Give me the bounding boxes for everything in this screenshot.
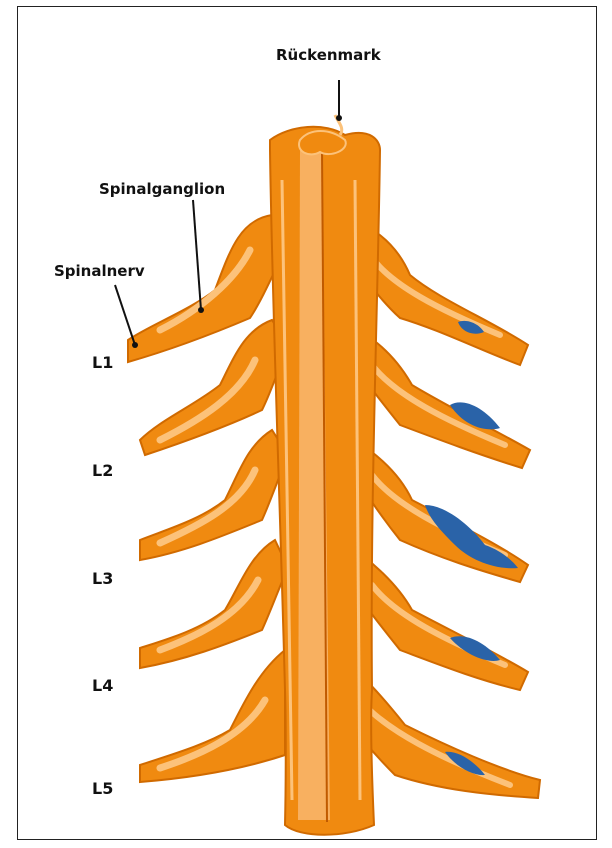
left-spinal-nerves bbox=[128, 215, 288, 782]
leader-dot-spinal-nerve bbox=[132, 342, 138, 348]
level-label-l1: L1 bbox=[92, 353, 113, 372]
level-label-l4: L4 bbox=[92, 676, 113, 695]
leader-dot-spinal-cord bbox=[336, 115, 342, 121]
level-label-l5: L5 bbox=[92, 779, 113, 798]
level-label-l3: L3 bbox=[92, 569, 113, 588]
label-spinal-nerve: Spinalnerv bbox=[54, 262, 145, 280]
leader-dot-spinal-ganglion bbox=[198, 307, 204, 313]
level-label-l2: L2 bbox=[92, 461, 113, 480]
label-spinal-ganglion: Spinalganglion bbox=[99, 180, 225, 198]
spinal-cord-body bbox=[270, 115, 380, 835]
leader-spinal-nerve bbox=[115, 285, 135, 345]
label-spinal-cord: Rückenmark bbox=[276, 46, 381, 64]
left-nerve-l5 bbox=[140, 650, 285, 782]
leader-spinal-ganglion bbox=[193, 200, 201, 310]
